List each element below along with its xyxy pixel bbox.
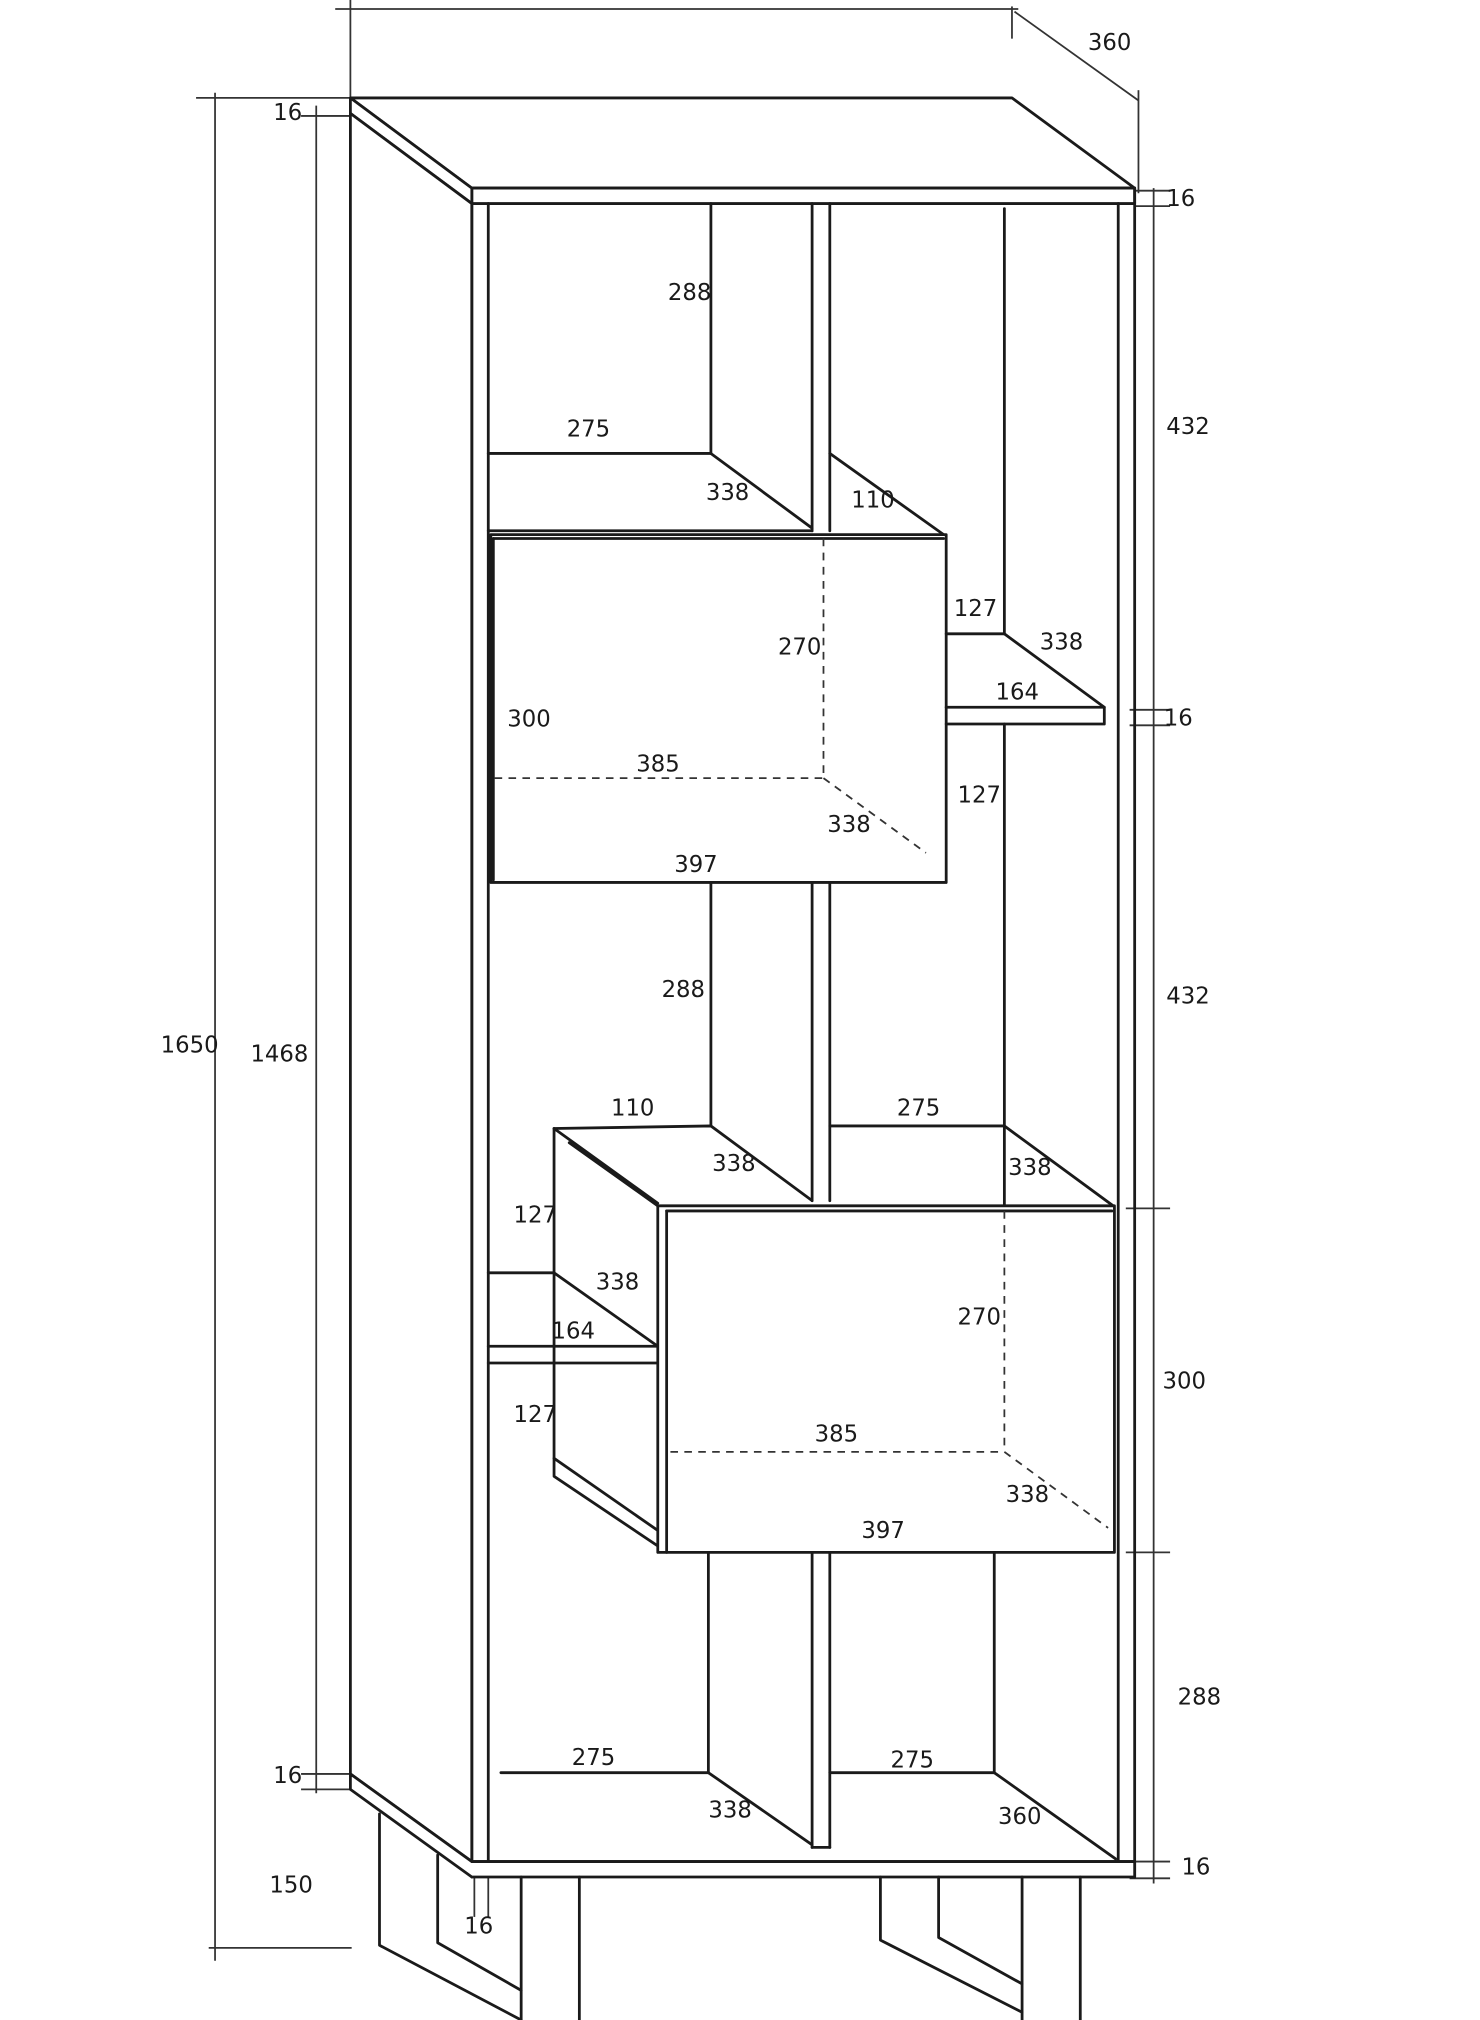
- cabinet-carcass: [349, 96, 1137, 1879]
- dim-lower-box-inner-width: 385: [815, 1421, 858, 1447]
- dim-lower-box-side-lower-height: 127: [514, 1402, 557, 1428]
- dim-middle-right-shelf-width: 275: [897, 1095, 940, 1121]
- dim-right-middle-section: 432: [1166, 983, 1209, 1009]
- bottom-compartment: [499, 1550, 1118, 1861]
- dim-right-bottom-board: 16: [1181, 1854, 1210, 1880]
- dim-upper-box-side-upper-height: 127: [954, 596, 997, 622]
- upper-box: [489, 533, 1106, 1210]
- dim-middle-divider-height: 288: [662, 977, 705, 1003]
- dim-upper-box-side-shelf-depth: 338: [1040, 629, 1083, 655]
- dim-upper-right-shelf-width: 110: [851, 487, 894, 513]
- dim-middle-right-shelf-depth: 338: [1008, 1155, 1051, 1181]
- upper-compartment: [486, 202, 1006, 636]
- dim-upper-box-side-shelf-width: 164: [996, 679, 1039, 705]
- dimension-lines: [196, 0, 1171, 1961]
- dim-lower-box-inner-height: 270: [958, 1304, 1001, 1330]
- middle-compartment: [552, 881, 1115, 1208]
- dim-upper-box-inner-width: 385: [636, 751, 679, 777]
- dim-leg-height: 150: [269, 1872, 312, 1898]
- lower-box: [486, 1127, 1116, 1554]
- dim-lower-box-side-upper-height: 127: [514, 1202, 557, 1228]
- dim-bottom-left-shelf-depth: 338: [708, 1798, 751, 1824]
- dim-lower-box-side-shelf-depth: 338: [596, 1269, 639, 1295]
- dim-bottom-left-shelf-width: 275: [572, 1745, 615, 1771]
- dim-upper-box-inner-depth: 338: [827, 812, 870, 838]
- dim-bottom-board-left: 16: [273, 1763, 302, 1789]
- cabinet-legs: [378, 1812, 1082, 2020]
- dim-right-upper-section: 432: [1166, 414, 1209, 440]
- dim-upper-box-side-lower-height: 127: [958, 782, 1001, 808]
- dim-right-bottom-section: 288: [1178, 1684, 1221, 1710]
- dim-upper-box-outer-height: 300: [507, 706, 550, 732]
- dim-lower-box-inner-depth: 338: [1006, 1482, 1049, 1508]
- dim-bottom-right-shelf-depth: 360: [998, 1804, 1041, 1830]
- dim-bottom-right-shelf-width: 275: [891, 1747, 934, 1773]
- dim-leg-thickness: 16: [464, 1914, 493, 1940]
- dim-lower-box-side-shelf-width: 164: [552, 1318, 595, 1344]
- dim-upper-left-shelf-depth: 338: [706, 480, 749, 506]
- dim-top-board-right: 16: [1166, 186, 1195, 212]
- dimension-labels: 360 16 16 1650 1468 16 150 16 432 16 432…: [161, 30, 1221, 1940]
- dim-top-board-left: 16: [273, 100, 302, 126]
- dim-upper-box-inner-height: 270: [778, 634, 821, 660]
- dim-upper-box-outer-width: 397: [674, 852, 717, 878]
- dim-upper-left-shelf-width: 275: [567, 417, 610, 443]
- dim-carcass-height: 1468: [250, 1041, 308, 1067]
- dim-right-shelf-thickness: 16: [1164, 705, 1193, 731]
- dim-top-depth: 360: [1088, 30, 1131, 56]
- dim-middle-left-shelf-depth: 338: [712, 1151, 755, 1177]
- dim-middle-left-shelf-width: 110: [611, 1095, 654, 1121]
- dim-overall-height: 1650: [161, 1032, 219, 1058]
- dim-upper-divider-height: 288: [668, 280, 711, 306]
- dim-lower-box-outer-width: 397: [861, 1518, 904, 1544]
- dim-right-lower-box: 300: [1162, 1369, 1205, 1395]
